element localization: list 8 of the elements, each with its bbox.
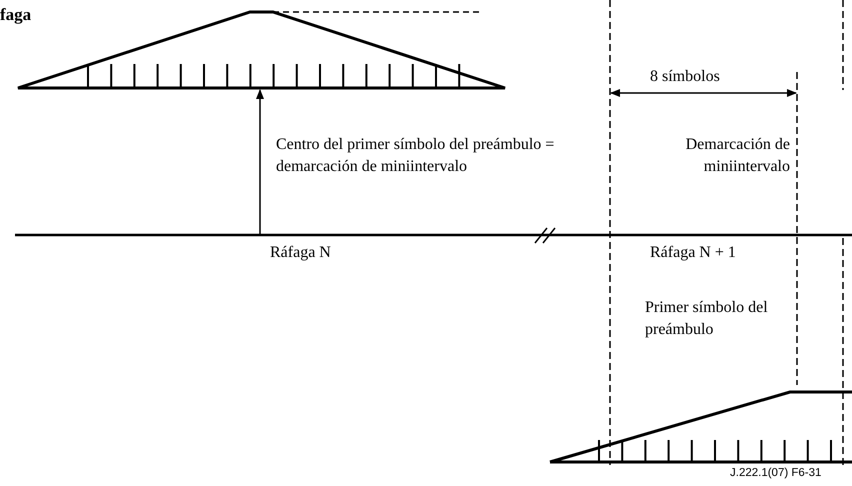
annotation-text: Demarcación de miniintervalo <box>684 135 790 177</box>
annotation-text: Centro del primer símbolo del preámbulo = demarcación de miniintervalo <box>276 135 556 177</box>
burst-label: Ráfaga N <box>270 243 331 263</box>
heading-fragment: faga <box>0 4 32 26</box>
annotation-text: Primer símbolo del preámbulo <box>645 298 769 340</box>
figure-id: J.222.1(07) F6-31 <box>730 466 822 480</box>
burst-label: Ráfaga N + 1 <box>650 243 736 263</box>
dimension-label: 8 símbolos <box>650 67 720 87</box>
